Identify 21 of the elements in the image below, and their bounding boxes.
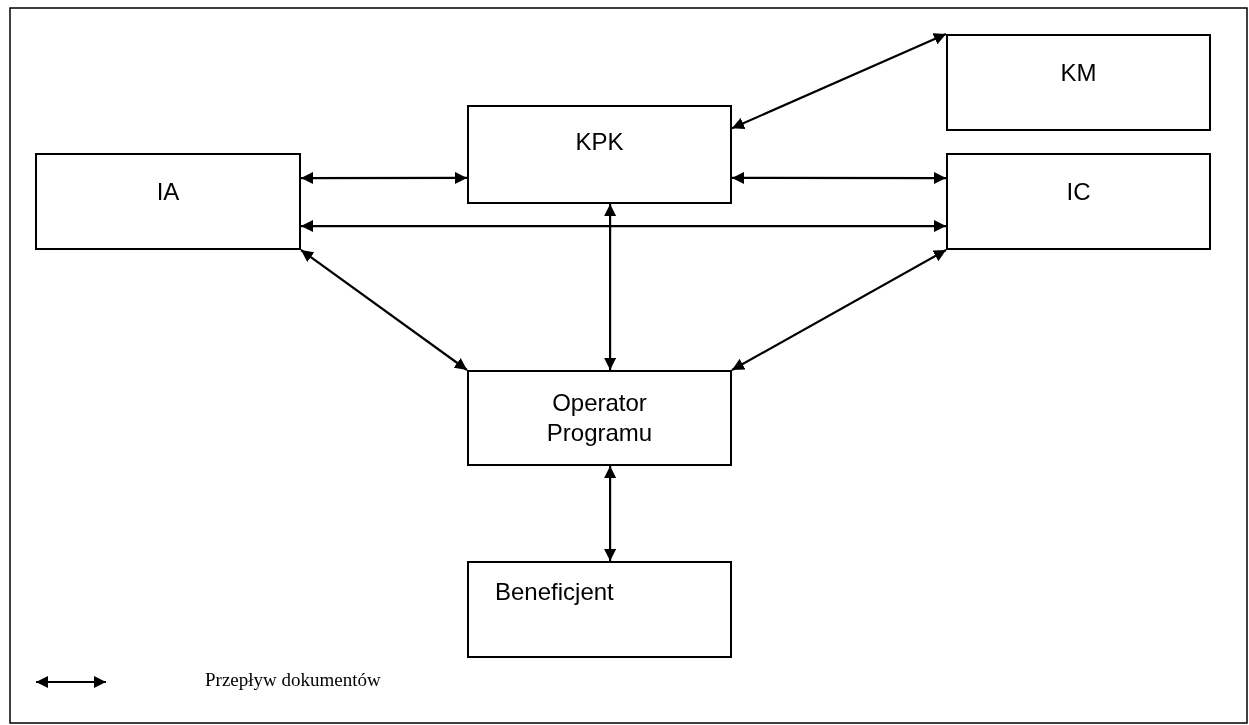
box-label: Operator Programu [545,388,654,448]
box-label: IC [1065,177,1092,207]
double-arrow [300,249,468,371]
process-box [467,105,732,204]
process-box [946,34,1211,131]
double-arrow [731,33,947,130]
double-arrow [732,171,946,185]
double-arrow [731,249,947,371]
double-arrow [604,204,617,370]
box-label: IA [155,177,181,207]
box-label: Beneficjent [495,577,615,607]
process-box [467,561,732,658]
double-arrow [301,171,467,185]
process-box [946,153,1211,250]
process-box [467,370,732,466]
box-label: KM [1059,58,1098,88]
box-label: KPK [574,127,625,157]
double-arrow [301,220,946,233]
legend-label: Przepływ dokumentów [205,669,381,691]
double-arrow [604,466,617,561]
process-box [35,153,301,250]
